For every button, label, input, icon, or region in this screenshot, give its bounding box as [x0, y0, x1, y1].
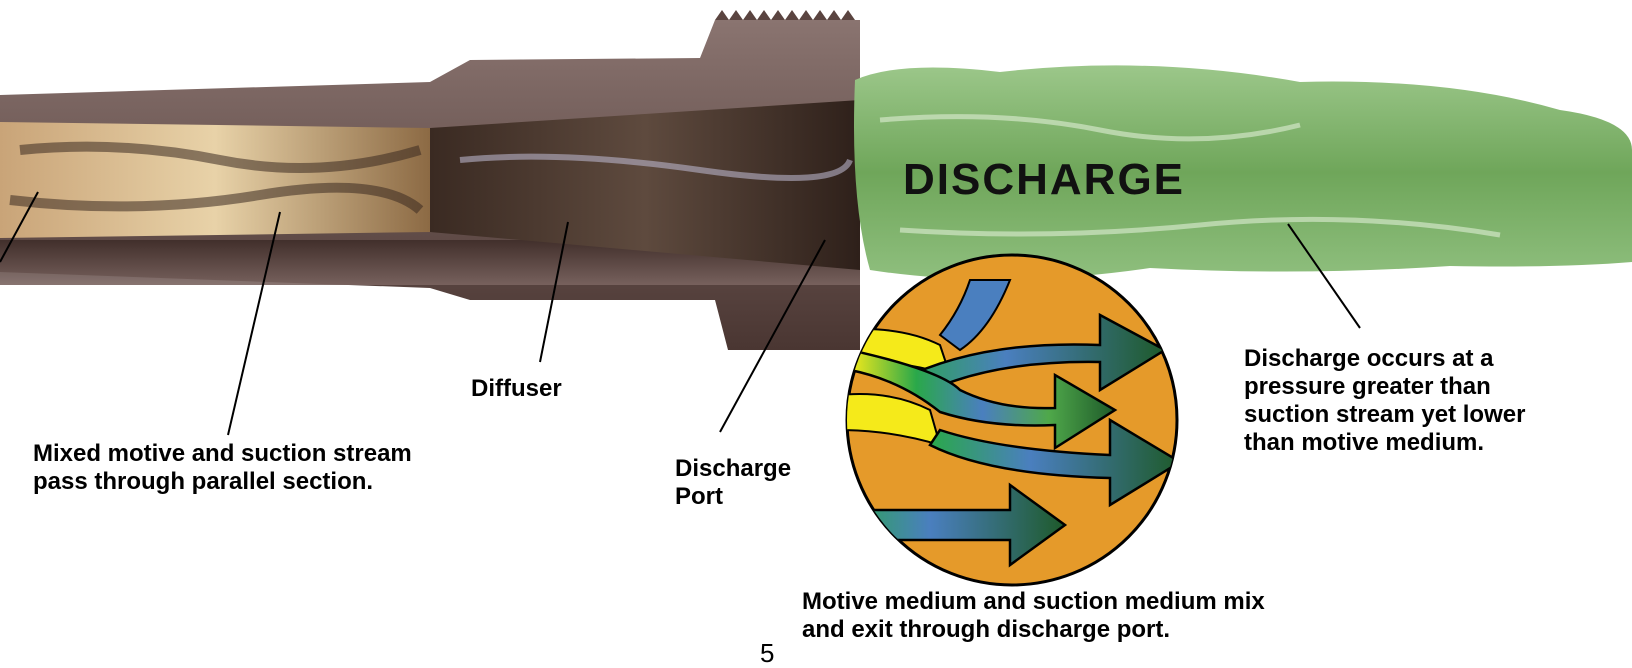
- ejector-body: [0, 10, 860, 350]
- mixing-chamber: [0, 122, 430, 238]
- label-diffuser: Diffuser: [471, 375, 562, 403]
- label-discharge-port: Discharge Port: [675, 455, 791, 511]
- threads-top: [715, 10, 855, 20]
- mixing-inset: [840, 255, 1180, 585]
- label-discharge-pressure: Discharge occurs at a pressure greater t…: [1244, 345, 1525, 457]
- page-number-fragment: 5: [760, 640, 774, 666]
- label-mix-exit: Motive medium and suction medium mix and…: [802, 588, 1265, 644]
- discharge-title: DISCHARGE: [903, 155, 1185, 205]
- label-mixed-stream: Mixed motive and suction stream pass thr…: [33, 440, 412, 496]
